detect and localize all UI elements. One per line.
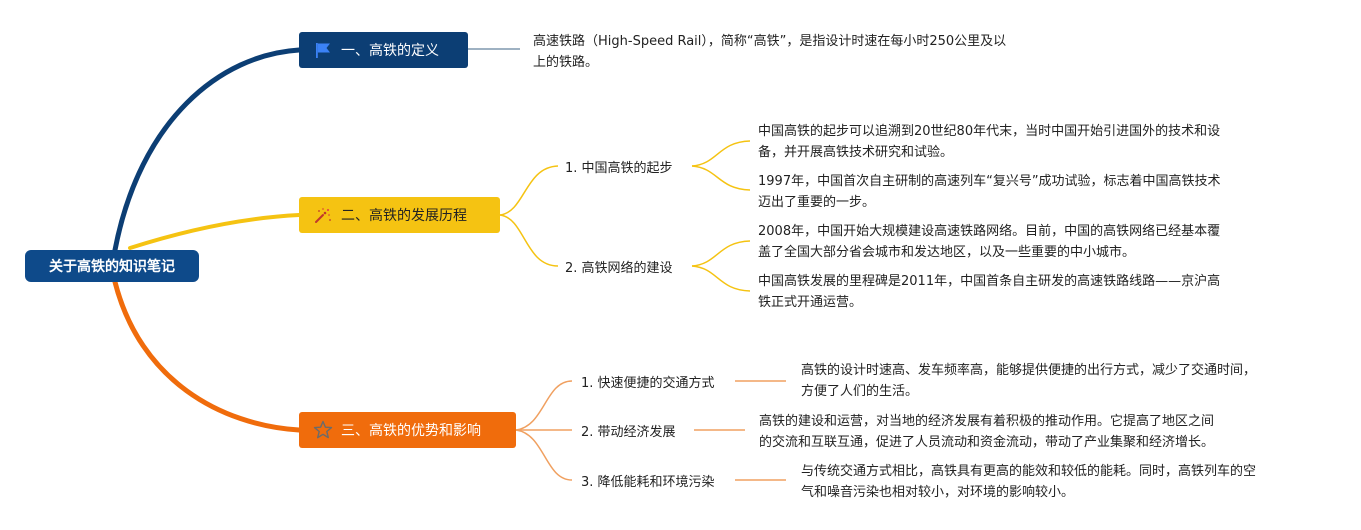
leaf-line: 高铁的建设和运营，对当地的经济发展有着积极的推动作用。它提高了地区之间 (759, 414, 1215, 429)
branch-definition-label: 一、高铁的定义 (341, 43, 439, 59)
connector-root-branch-2 (128, 213, 301, 250)
subtopic-start-label: 1. 中国高铁的起步 (565, 160, 673, 176)
leaf-line: 备，并开展高铁技术研究和试验。 (758, 145, 954, 160)
branch-advantages[interactable]: 三、高铁的优势和影响 (299, 412, 516, 448)
leaf-start-1: 中国高铁的起步可以追溯到20世纪80年代末，当时中国开始引进国外的技术和设 备，… (758, 121, 1258, 163)
leaf-line: 2008年，中国开始大规模建设高速铁路网络。目前，中国的高铁网络已经基本覆 (758, 224, 1221, 239)
branch-history-label: 二、高铁的发展历程 (341, 208, 467, 224)
connector-sub-2-2-leaf-2 (691, 265, 751, 292)
star-icon (313, 420, 333, 440)
leaf-line: 上的铁路。 (533, 55, 599, 70)
leaf-line: 的交流和互联互通，促进了人员流动和资金流动，带动了产业集聚和经济增长。 (759, 435, 1215, 450)
leaf-line: 高铁的设计时速高、发车频率高，能够提供便捷的出行方式，减少了交通时间， (801, 363, 1257, 378)
leaf-line: 盖了全国大部分省会城市和发达地区，以及一些重要的中小城市。 (758, 245, 1136, 260)
branch-definition[interactable]: 一、高铁的定义 (299, 32, 468, 68)
subtopic-transport[interactable]: 1. 快速便捷的交通方式 (581, 371, 715, 391)
leaf-line: 方便了人们的生活。 (801, 384, 919, 399)
root-topic-label: 关于高铁的知识笔记 (49, 259, 175, 275)
connector-sub-2-2-leaf-1 (691, 240, 751, 267)
leaf-line: 迈出了重要的一步。 (758, 195, 876, 210)
connector-branch-3-sub-1 (515, 380, 573, 431)
subtopic-economy-label: 2. 带动经济发展 (581, 424, 676, 440)
branch-advantages-label: 三、高铁的优势和影响 (341, 423, 481, 439)
leaf-transport: 高铁的设计时速高、发车频率高，能够提供便捷的出行方式，减少了交通时间， 方便了人… (801, 360, 1321, 402)
leaf-economy: 高铁的建设和运营，对当地的经济发展有着积极的推动作用。它提高了地区之间 的交流和… (759, 411, 1299, 453)
leaf-environment: 与传统交通方式相比，高铁具有更高的能效和较低的能耗。同时，高铁列车的空 气和噪音… (801, 461, 1331, 503)
subtopic-economy[interactable]: 2. 带动经济发展 (581, 420, 676, 440)
leaf-line: 中国高铁发展的里程碑是2011年，中国首条自主研发的高速铁路线路——京沪高 (758, 274, 1221, 289)
connector-sub-2-1-leaf-1 (691, 140, 751, 167)
leaf-line: 气和噪音污染也相对较小，对环境的影响较小。 (801, 485, 1075, 500)
leaf-network-2: 中国高铁发展的里程碑是2011年，中国首条自主研发的高速铁路线路——京沪高 铁正… (758, 271, 1258, 313)
subtopic-network-label: 2. 高铁网络的建设 (565, 260, 673, 276)
leaf-line: 铁正式开通运营。 (758, 295, 863, 310)
connector-root-branch-1 (112, 47, 302, 253)
fireworks-icon (313, 205, 333, 225)
subtopic-start[interactable]: 1. 中国高铁的起步 (565, 156, 673, 176)
subtopic-transport-label: 1. 快速便捷的交通方式 (581, 375, 715, 391)
connector-branch-2-sub-2 (499, 214, 559, 267)
leaf-line: 与传统交通方式相比，高铁具有更高的能效和较低的能耗。同时，高铁列车的空 (801, 464, 1257, 479)
connector-root-branch-3 (112, 279, 302, 433)
subtopic-network[interactable]: 2. 高铁网络的建设 (565, 256, 673, 276)
leaf-line: 中国高铁的起步可以追溯到20世纪80年代末，当时中国开始引进国外的技术和设 (758, 124, 1221, 139)
flag-icon (313, 40, 333, 60)
leaf-network-1: 2008年，中国开始大规模建设高速铁路网络。目前，中国的高铁网络已经基本覆 盖了… (758, 221, 1258, 263)
leaf-line: 1997年，中国首次自主研制的高速列车“复兴号”成功试验，标志着中国高铁技术 (758, 174, 1221, 189)
connector-sub-2-1-leaf-2 (691, 165, 751, 191)
leaf-definition: 高速铁路（High-Speed Rail），简称“高铁”，是指设计时速在每小时2… (533, 31, 1053, 73)
leaf-line: 高速铁路（High-Speed Rail），简称“高铁”，是指设计时速在每小时2… (533, 34, 1007, 49)
subtopic-environment[interactable]: 3. 降低能耗和环境污染 (581, 470, 715, 490)
subtopic-environment-label: 3. 降低能耗和环境污染 (581, 474, 715, 490)
root-topic[interactable]: 关于高铁的知识笔记 (25, 250, 199, 282)
connector-branch-2-sub-1 (499, 165, 559, 216)
leaf-start-2: 1997年，中国首次自主研制的高速列车“复兴号”成功试验，标志着中国高铁技术 迈… (758, 171, 1258, 213)
connector-branch-3-sub-3 (515, 429, 573, 481)
branch-history[interactable]: 二、高铁的发展历程 (299, 197, 500, 233)
